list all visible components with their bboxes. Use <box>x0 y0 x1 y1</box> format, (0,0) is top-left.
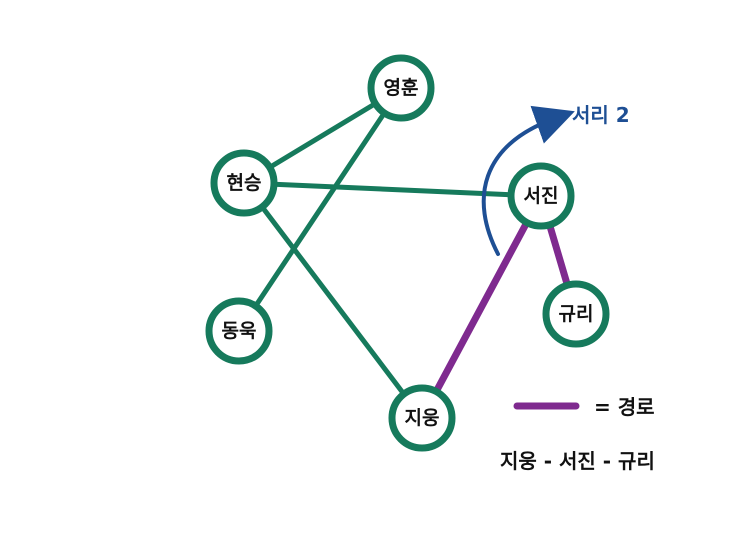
node-gyuri: 규리 <box>542 280 610 348</box>
node-label: 현승 <box>227 172 262 194</box>
step-label: 서리 2 <box>572 103 630 127</box>
node-label: 지웅 <box>405 407 440 429</box>
node-label: 규리 <box>559 303 594 325</box>
node-label: 동욱 <box>222 320 257 342</box>
path-edge-seojin-gyuri <box>546 224 571 286</box>
node-dongwook: 동욱 <box>205 297 273 365</box>
node-circle <box>205 297 273 365</box>
node-seojin: 서진 <box>507 162 575 230</box>
node-circle <box>507 162 575 230</box>
legend-path-sequence: 지웅 - 서진 - 규리 <box>500 449 655 473</box>
edge-hyeonseung-seojin <box>274 181 511 198</box>
edge-dongwook-yeonghun <box>254 113 386 306</box>
node-circle <box>542 280 610 348</box>
node-yeonghun: 영훈 <box>367 54 435 122</box>
node-circle <box>210 149 278 217</box>
node-label: 영훈 <box>384 76 419 99</box>
edges-layer <box>254 102 571 395</box>
step-arrow <box>481 105 575 256</box>
node-jiwoong: 지웅 <box>388 384 456 452</box>
path-edge-jiwoong-seojin <box>434 221 529 393</box>
edge-hyeonseung-yeonghun <box>269 102 376 169</box>
node-circle <box>367 54 435 122</box>
edge-hyeonseung-jiwoong <box>261 206 405 395</box>
legend: = 경로 지웅 - 서진 - 규리 <box>500 395 655 473</box>
node-label: 서진 <box>524 185 559 207</box>
legend-path-label: = 경로 <box>594 395 655 419</box>
node-hyeonseung: 현승 <box>210 149 278 217</box>
node-circle <box>388 384 456 452</box>
